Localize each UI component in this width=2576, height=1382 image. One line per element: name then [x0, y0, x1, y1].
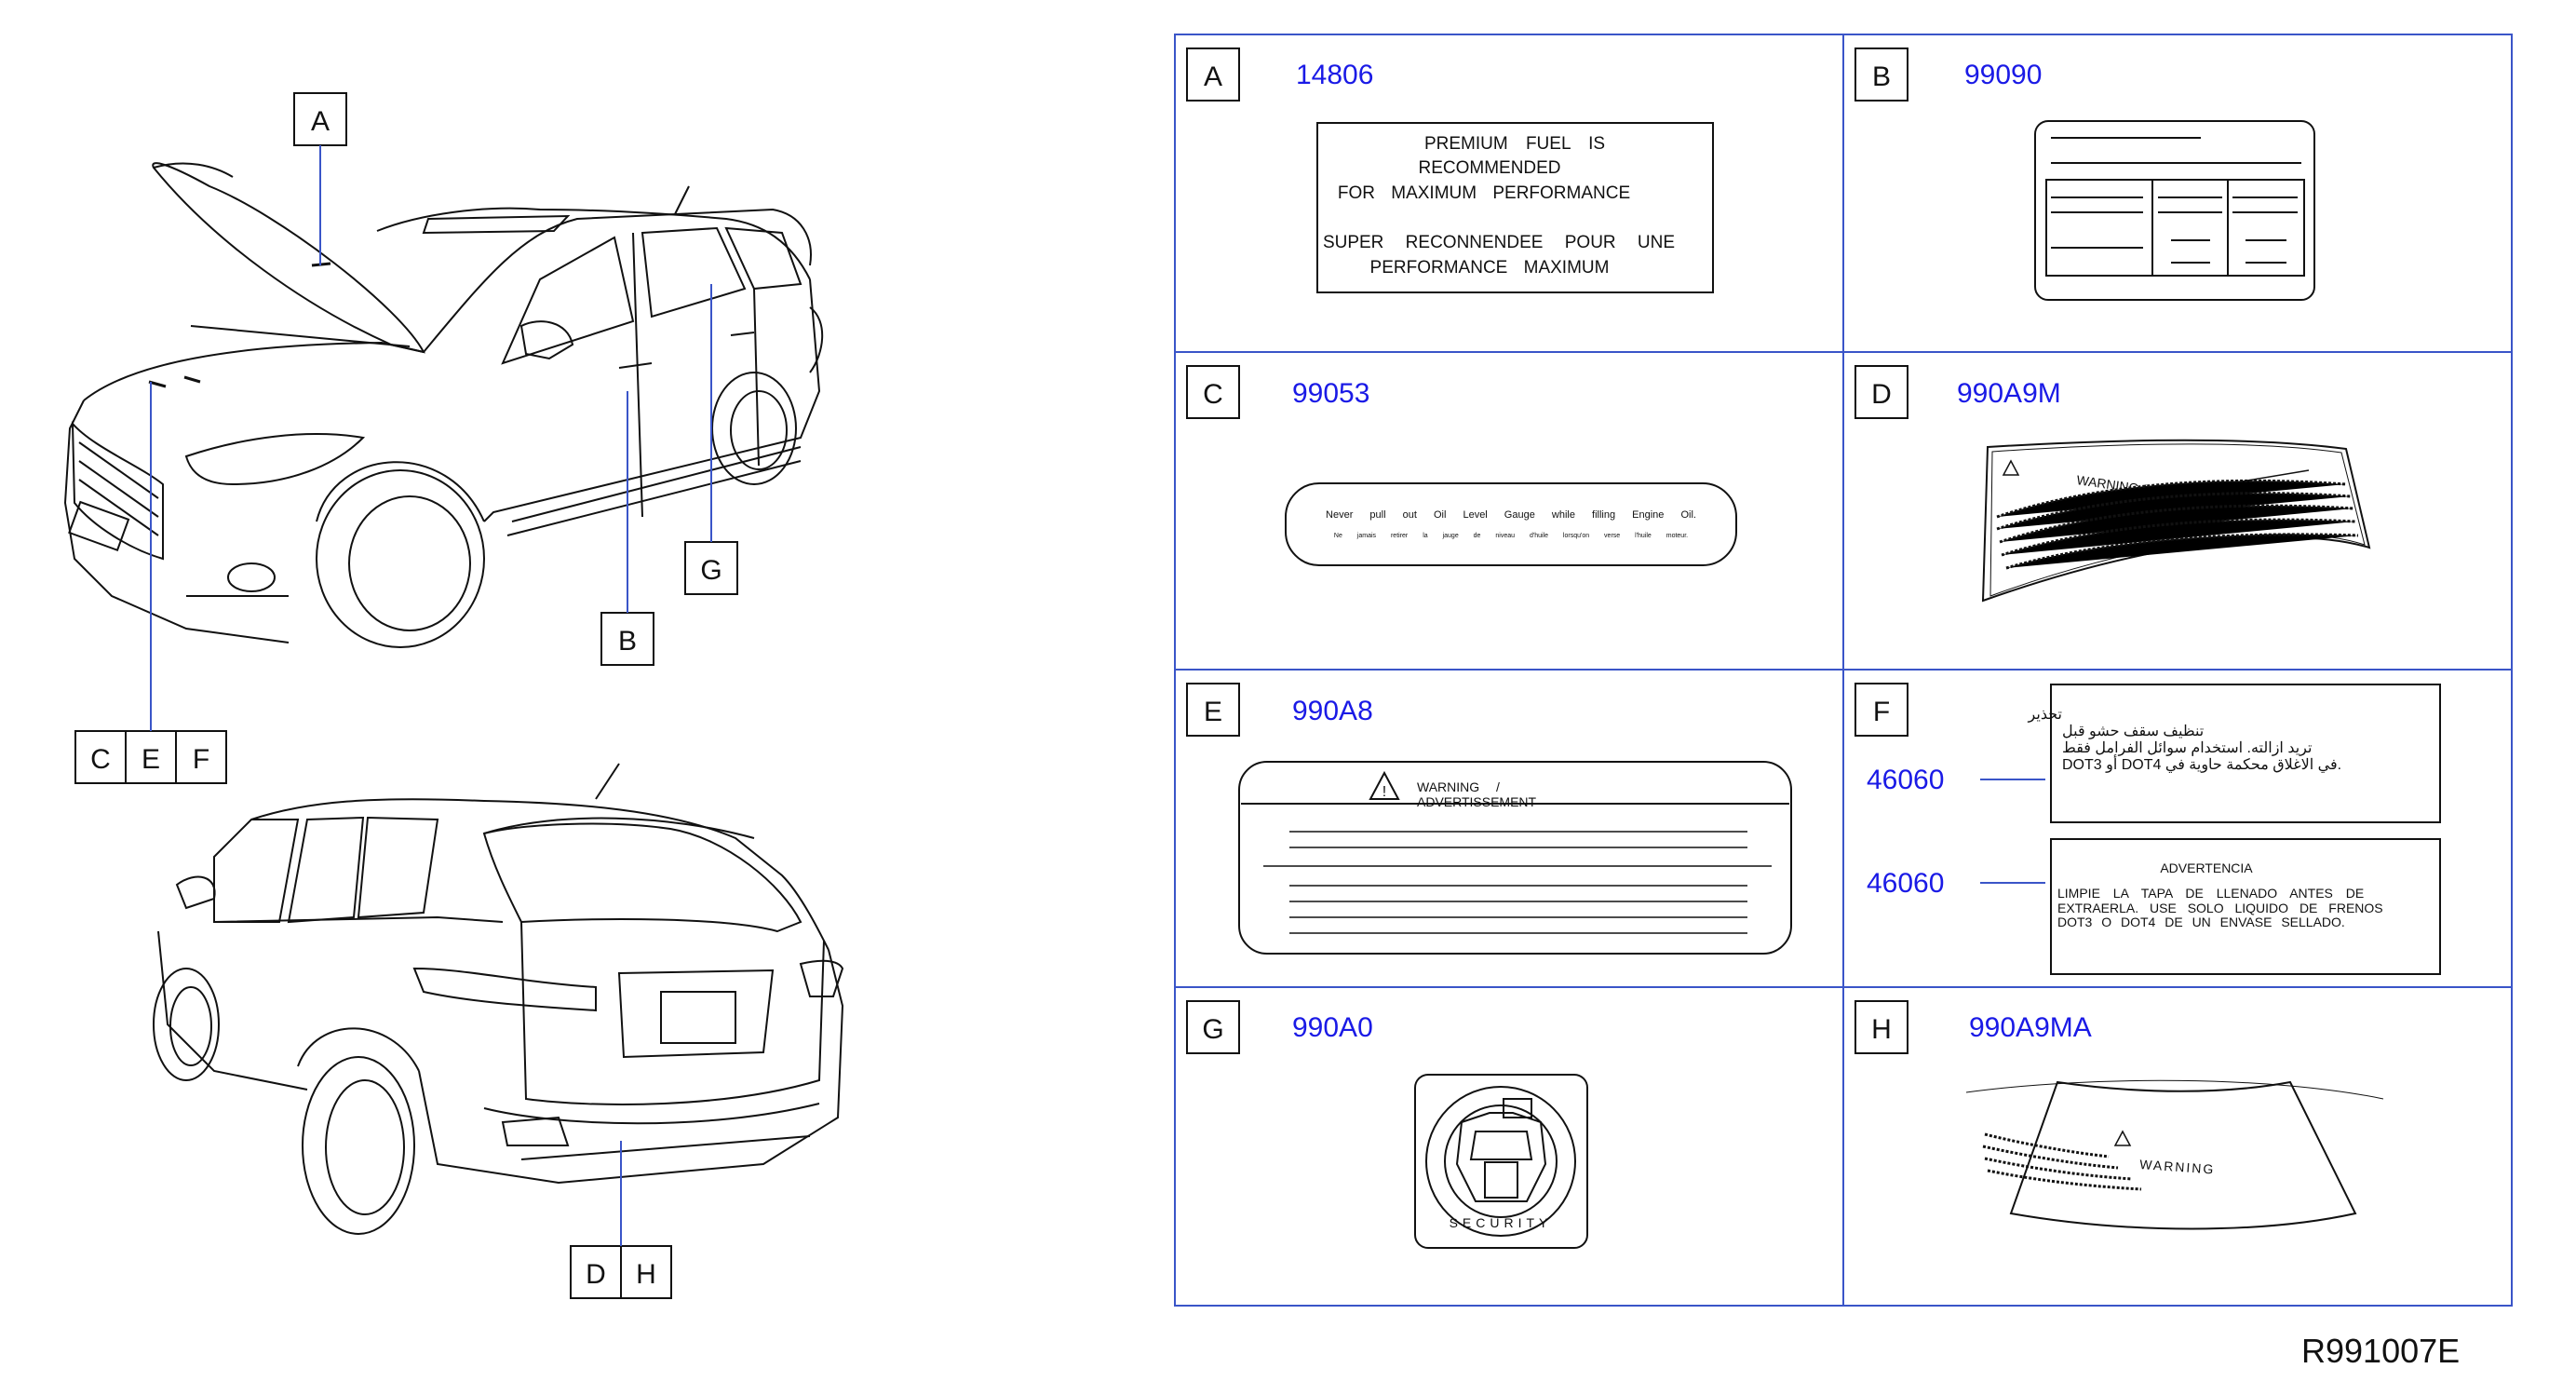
label-g-security: SECURITY	[1414, 1074, 1588, 1249]
label-c-line-1: Never pull out Oil Level Gauge while fil…	[1326, 509, 1696, 521]
callout-d-label: D	[586, 1259, 606, 1290]
reference-code: R991007E	[2301, 1332, 2460, 1370]
cell-g-part-number: 990A0	[1292, 1012, 1373, 1043]
label-b-info-table	[2034, 120, 2315, 301]
left-callouts: A C E F B G D H	[74, 92, 738, 1299]
label-a-line-1: PREMIUM FUEL IS	[1424, 134, 1605, 154]
label-g-text: SECURITY	[1450, 1215, 1553, 1230]
label-grid	[1174, 34, 2513, 1307]
cell-d-part-number: 990A9M	[1957, 378, 2061, 409]
cell-b-letter: B	[1872, 61, 1891, 92]
callout-d-h: D H	[570, 1141, 672, 1299]
callout-f-label: F	[193, 744, 209, 775]
front-vehicle-drawing	[63, 162, 824, 648]
label-c-oil-gauge: Never pull out Oil Level Gauge while fil…	[1285, 482, 1737, 566]
cell-c-part-number: 99053	[1292, 378, 1369, 409]
cell-a-header: A 14806	[1186, 47, 1373, 102]
label-e-warning: ! WARNING / ADVERTISSEMENT	[1238, 761, 1792, 955]
cell-a-letter: A	[1204, 61, 1222, 92]
cell-b-part-number: 99090	[1964, 60, 2042, 90]
label-e-title-1: WARNING /	[1417, 779, 1500, 794]
label-f-spanish-line-2: EXTRAERLA. USE SOLO LIQUIDO DE FRENOS	[2057, 901, 2383, 915]
callout-h-label: H	[636, 1259, 656, 1290]
label-f-spanish-line-1: LIMPIE LA TAPA DE LLENADO ANTES DE	[2057, 886, 2364, 901]
label-f-arabic-line-2: تنظيف سقف حشو قبل	[2062, 724, 2204, 739]
rear-vehicle-drawing	[153, 763, 844, 1235]
label-f-spanish-line-3: DOT3 O DOT4 DE UN ENVASE SELLADO.	[2057, 915, 2345, 929]
callout-g: G	[684, 284, 738, 595]
label-a-premium-fuel: PREMIUM FUEL IS RECOMMENDED FOR MAXIMUM …	[1316, 122, 1714, 293]
cell-g-header: G 990A0	[1186, 1000, 1373, 1054]
cell-e-header: E 990A8	[1186, 683, 1373, 737]
label-h-arc-warning: WARNING	[1965, 1079, 2384, 1230]
cell-c-letter: C	[1203, 379, 1223, 410]
cell-d-header: D 990A9M	[1854, 365, 2061, 419]
cell-f-header: F 46060 46060	[1854, 683, 2045, 899]
callout-a: A	[293, 92, 347, 265]
cell-f-letter: F	[1873, 697, 1890, 727]
callout-g-label: G	[700, 555, 722, 586]
label-e-title-2: ADVERTISSEMENT	[1417, 794, 1537, 809]
label-a-line-5: PERFORMANCE MAXIMUM	[1370, 258, 1610, 278]
label-h-title: WARNING	[2139, 1157, 2216, 1177]
svg-text:!: !	[1382, 784, 1386, 800]
cell-h-header: H 990A9MA	[1854, 1000, 2092, 1054]
label-a-line-4: SUPER RECONNENDEE POUR UNE	[1323, 233, 1675, 252]
cell-h-letter: H	[1871, 1014, 1892, 1045]
label-f-arabic-line-3: تريد ازالته. استخدام سوائل الفرامل فقط	[2062, 740, 2312, 756]
callout-b: B	[600, 391, 654, 666]
label-f-spanish-title: ADVERTENCIA	[2160, 860, 2253, 875]
cell-c-header: C 99053	[1186, 365, 1369, 419]
label-c-line-2: Ne jamais retirer la jauge de niveau d'h…	[1334, 533, 1688, 539]
label-a-line-3: FOR MAXIMUM PERFORMANCE	[1338, 183, 1630, 203]
label-a-line-2: RECOMMENDED	[1418, 158, 1560, 178]
cell-e-part-number: 990A8	[1292, 696, 1373, 726]
label-f-arabic-line-1: تحذير	[2028, 707, 2062, 723]
callout-c-e-f: C E F	[74, 382, 227, 784]
cell-e-letter: E	[1204, 697, 1222, 727]
label-f-arabic-line-4: DOT3 أو DOT4 في الاغلاق محكمة حاوية في.	[2062, 754, 2341, 773]
cell-f-part-number-2: 46060	[1867, 868, 1944, 899]
cell-f-part-number-1: 46060	[1867, 765, 1944, 795]
cell-a-part-number: 14806	[1296, 60, 1373, 90]
cell-d-letter: D	[1871, 379, 1892, 410]
label-f-spanish: ADVERTENCIA LIMPIE LA TAPA DE LLENADO AN…	[2050, 838, 2441, 975]
label-d-arc-warning: WARNING / ADVERTENCIA	[1981, 439, 2371, 603]
callout-e-label: E	[142, 744, 160, 775]
cell-g-letter: G	[1202, 1014, 1223, 1045]
callout-b-label: B	[618, 626, 637, 657]
cell-h-part-number: 990A9MA	[1969, 1012, 2092, 1043]
label-f-arabic: تحذير تنظيف سقف حشو قبل تريد ازالته. است…	[2028, 684, 2441, 823]
callout-a-label: A	[311, 106, 330, 137]
cell-b-header: B 99090	[1854, 47, 2042, 102]
callout-c-label: C	[90, 744, 111, 775]
